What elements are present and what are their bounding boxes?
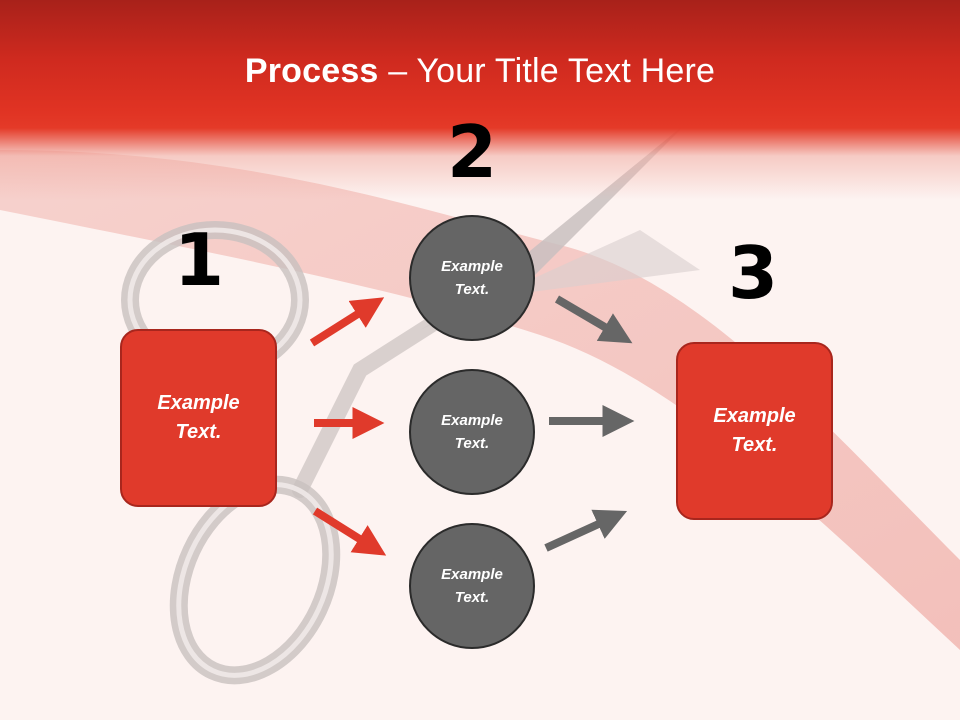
step-number-3: 3 [727, 231, 779, 315]
circle-2: Example Text. [409, 369, 535, 495]
circle-2-text: Example Text. [441, 412, 503, 452]
left-box-text: Example Text. [157, 392, 240, 443]
circle-3-text: Example Text. [441, 566, 503, 606]
title-rest: – Your Title Text Here [378, 52, 716, 90]
header-band [0, 0, 960, 200]
right-box-text: Example Text. [713, 405, 796, 456]
circle-1-text: Example Text. [441, 258, 503, 298]
step-number-2: 2 [446, 110, 498, 194]
title-bold: Process [244, 52, 379, 90]
right-box: Example Text. [676, 342, 833, 520]
step-number-1: 1 [173, 218, 225, 302]
slide-title: Process – Your Title Text Here [0, 52, 960, 91]
left-box: Example Text. [120, 329, 277, 507]
circle-3: Example Text. [409, 523, 535, 649]
circle-1: Example Text. [409, 215, 535, 341]
